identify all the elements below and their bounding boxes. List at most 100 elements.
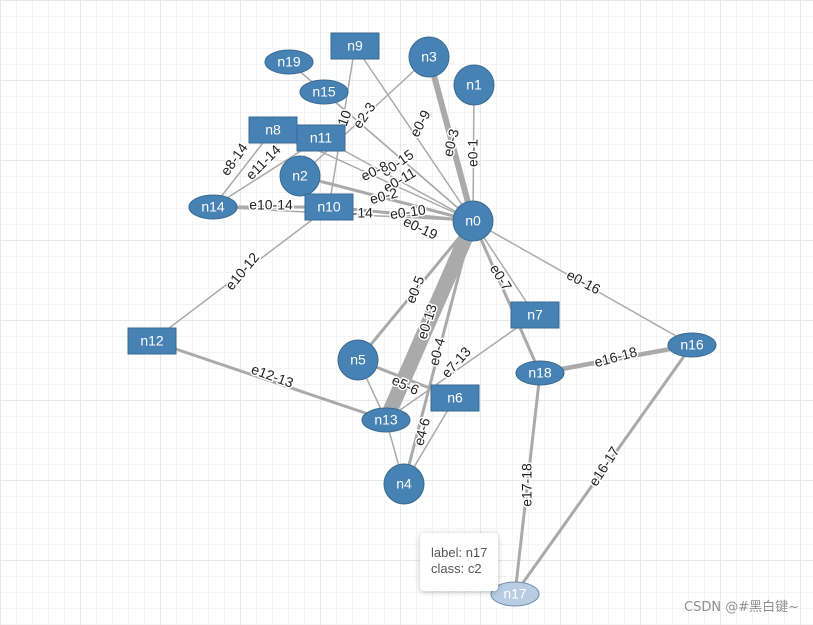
edge-label-e16-18: e16-18 <box>593 343 639 370</box>
node-label-n2: n2 <box>292 168 308 184</box>
node-shape-n15[interactable] <box>299 79 349 105</box>
node-layer: n0 n1 n2 n3 n4 n5 n6 n7 n8 n9 n10 n11 n12 n13 n14 n15 n1… <box>127 32 717 607</box>
edge-label-e4-6: e4-6 <box>410 416 433 447</box>
node-n1[interactable]: n1 <box>453 64 495 106</box>
edge-e0-4[interactable] <box>402 219 475 486</box>
node-shape-n8[interactable] <box>248 116 298 144</box>
node-label-n3: n3 <box>421 49 437 65</box>
node-shape-n9[interactable] <box>330 32 380 60</box>
node-shape-n12[interactable] <box>127 327 177 355</box>
node-n16[interactable]: n16 <box>667 332 717 358</box>
node-shape-n6[interactable] <box>430 384 480 412</box>
node-shape-n16[interactable] <box>667 332 717 358</box>
edge-label-e0-7: e0-7 <box>487 261 516 293</box>
node-shape-n0[interactable] <box>452 200 494 242</box>
node-n5[interactable]: n5 <box>337 339 379 381</box>
edge-e0-13[interactable] <box>378 213 481 428</box>
node-label-n9: n9 <box>347 38 363 54</box>
node-n11[interactable]: n11 <box>296 124 346 152</box>
node-n4[interactable]: n4 <box>383 463 425 505</box>
node-n9[interactable]: n9 <box>330 32 380 60</box>
edge-label-e17-18: e17-18 <box>519 463 535 507</box>
node-shape-n18[interactable] <box>515 360 565 386</box>
node-label-n0: n0 <box>465 213 481 229</box>
node-label-n12: n12 <box>140 333 164 349</box>
watermark: CSDN @#黑白键~ <box>684 600 799 615</box>
node-shape-n1[interactable] <box>453 64 495 106</box>
node-label-n5: n5 <box>350 352 366 368</box>
node-shape-n4[interactable] <box>383 463 425 505</box>
edge-label-e0-2: e0-2 <box>368 184 399 207</box>
edge-layer <box>150 45 695 596</box>
node-label-n7: n7 <box>527 307 543 323</box>
node-n17[interactable]: n17 <box>490 581 540 607</box>
edge-e0-1[interactable] <box>472 84 475 222</box>
edge-label-e10-12: e10-12 <box>222 249 262 293</box>
node-shape-n7[interactable] <box>510 301 560 329</box>
edge-e2-3[interactable] <box>299 56 430 177</box>
edge-e0-9[interactable] <box>354 45 474 222</box>
tooltip-class: class: c2 <box>431 561 482 576</box>
edge-e0-16[interactable] <box>472 220 693 346</box>
edge-label-e0-1: e0-1 <box>465 139 481 167</box>
node-n6[interactable]: n6 <box>430 384 480 412</box>
edge-label-e0-5: e0-5 <box>402 273 427 305</box>
node-label-n1: n1 <box>466 77 482 93</box>
edge-label-e0-10: e0-10 <box>389 201 427 222</box>
node-shape-n17[interactable] <box>490 581 540 607</box>
tooltip-label: label: n17 <box>431 545 488 560</box>
edge-label-e16-17: e16-17 <box>585 443 622 488</box>
node-label-n15: n15 <box>312 84 336 100</box>
node-shape-n19[interactable] <box>264 49 314 75</box>
edge-e7-13[interactable] <box>385 314 536 421</box>
node-n8[interactable]: n8 <box>248 116 298 144</box>
node-n3[interactable]: n3 <box>408 36 450 78</box>
edge-e17-18[interactable] <box>513 371 542 596</box>
edge-e0-2[interactable] <box>298 174 475 223</box>
node-shape-n11[interactable] <box>296 124 346 152</box>
node-shape-n10[interactable] <box>304 193 354 221</box>
node-n10[interactable]: n10 <box>304 193 354 221</box>
node-n7[interactable]: n7 <box>510 301 560 329</box>
node-n15[interactable]: n15 <box>299 79 349 105</box>
edge-e16-18[interactable] <box>537 342 695 376</box>
node-label-n8: n8 <box>265 122 281 138</box>
edge-e10-12[interactable] <box>151 206 330 342</box>
node-label-n11: n11 <box>310 130 333 146</box>
node-shape-n13[interactable] <box>361 407 411 433</box>
edge-e0-11[interactable] <box>320 137 474 222</box>
node-label-n10: n10 <box>317 199 341 215</box>
node-label-n16: n16 <box>680 337 704 353</box>
node-shape-n14[interactable] <box>188 194 238 220</box>
node-n13[interactable]: n13 <box>361 407 411 433</box>
node-n14[interactable]: n14 <box>188 194 238 220</box>
node-shape-n5[interactable] <box>337 339 379 381</box>
edge-e16-17[interactable] <box>513 343 694 596</box>
edge-label-e12-13: e12-13 <box>249 361 296 391</box>
node-n2[interactable]: n2 <box>279 155 321 197</box>
node-n18[interactable]: n18 <box>515 360 565 386</box>
edge-label-e0-9: e0-9 <box>406 107 433 139</box>
edge-label-e0-16: e0-16 <box>564 266 603 297</box>
edge-e0-5[interactable] <box>356 219 475 362</box>
node-n0[interactable]: n0 <box>452 200 494 242</box>
node-label-n13: n13 <box>374 412 398 428</box>
node-shape-n2[interactable] <box>279 155 321 197</box>
node-label-n4: n4 <box>396 476 412 492</box>
edge-label-layer: e0-1e0-3e0-9e0-15e0-11e0-8e0-2e0-10e0-14… <box>216 98 641 509</box>
node-tooltip: label: n17 class: c2 <box>420 533 498 591</box>
node-label-n6: n6 <box>447 390 463 406</box>
node-shape-n3[interactable] <box>408 36 450 78</box>
node-label-n19: n19 <box>277 54 301 70</box>
node-label-n17: n17 <box>503 586 527 602</box>
edge-label-e10-14: e10-14 <box>249 197 293 213</box>
edge-e12-13[interactable] <box>150 339 388 422</box>
node-n12[interactable]: n12 <box>127 327 177 355</box>
node-label-n14: n14 <box>201 199 225 215</box>
edge-e0-3[interactable] <box>426 54 476 224</box>
node-n19[interactable]: n19 <box>264 49 314 75</box>
edge-label-e0-3: e0-3 <box>439 127 462 158</box>
node-label-n18: n18 <box>528 365 552 381</box>
edge-e0-18[interactable] <box>471 219 542 375</box>
